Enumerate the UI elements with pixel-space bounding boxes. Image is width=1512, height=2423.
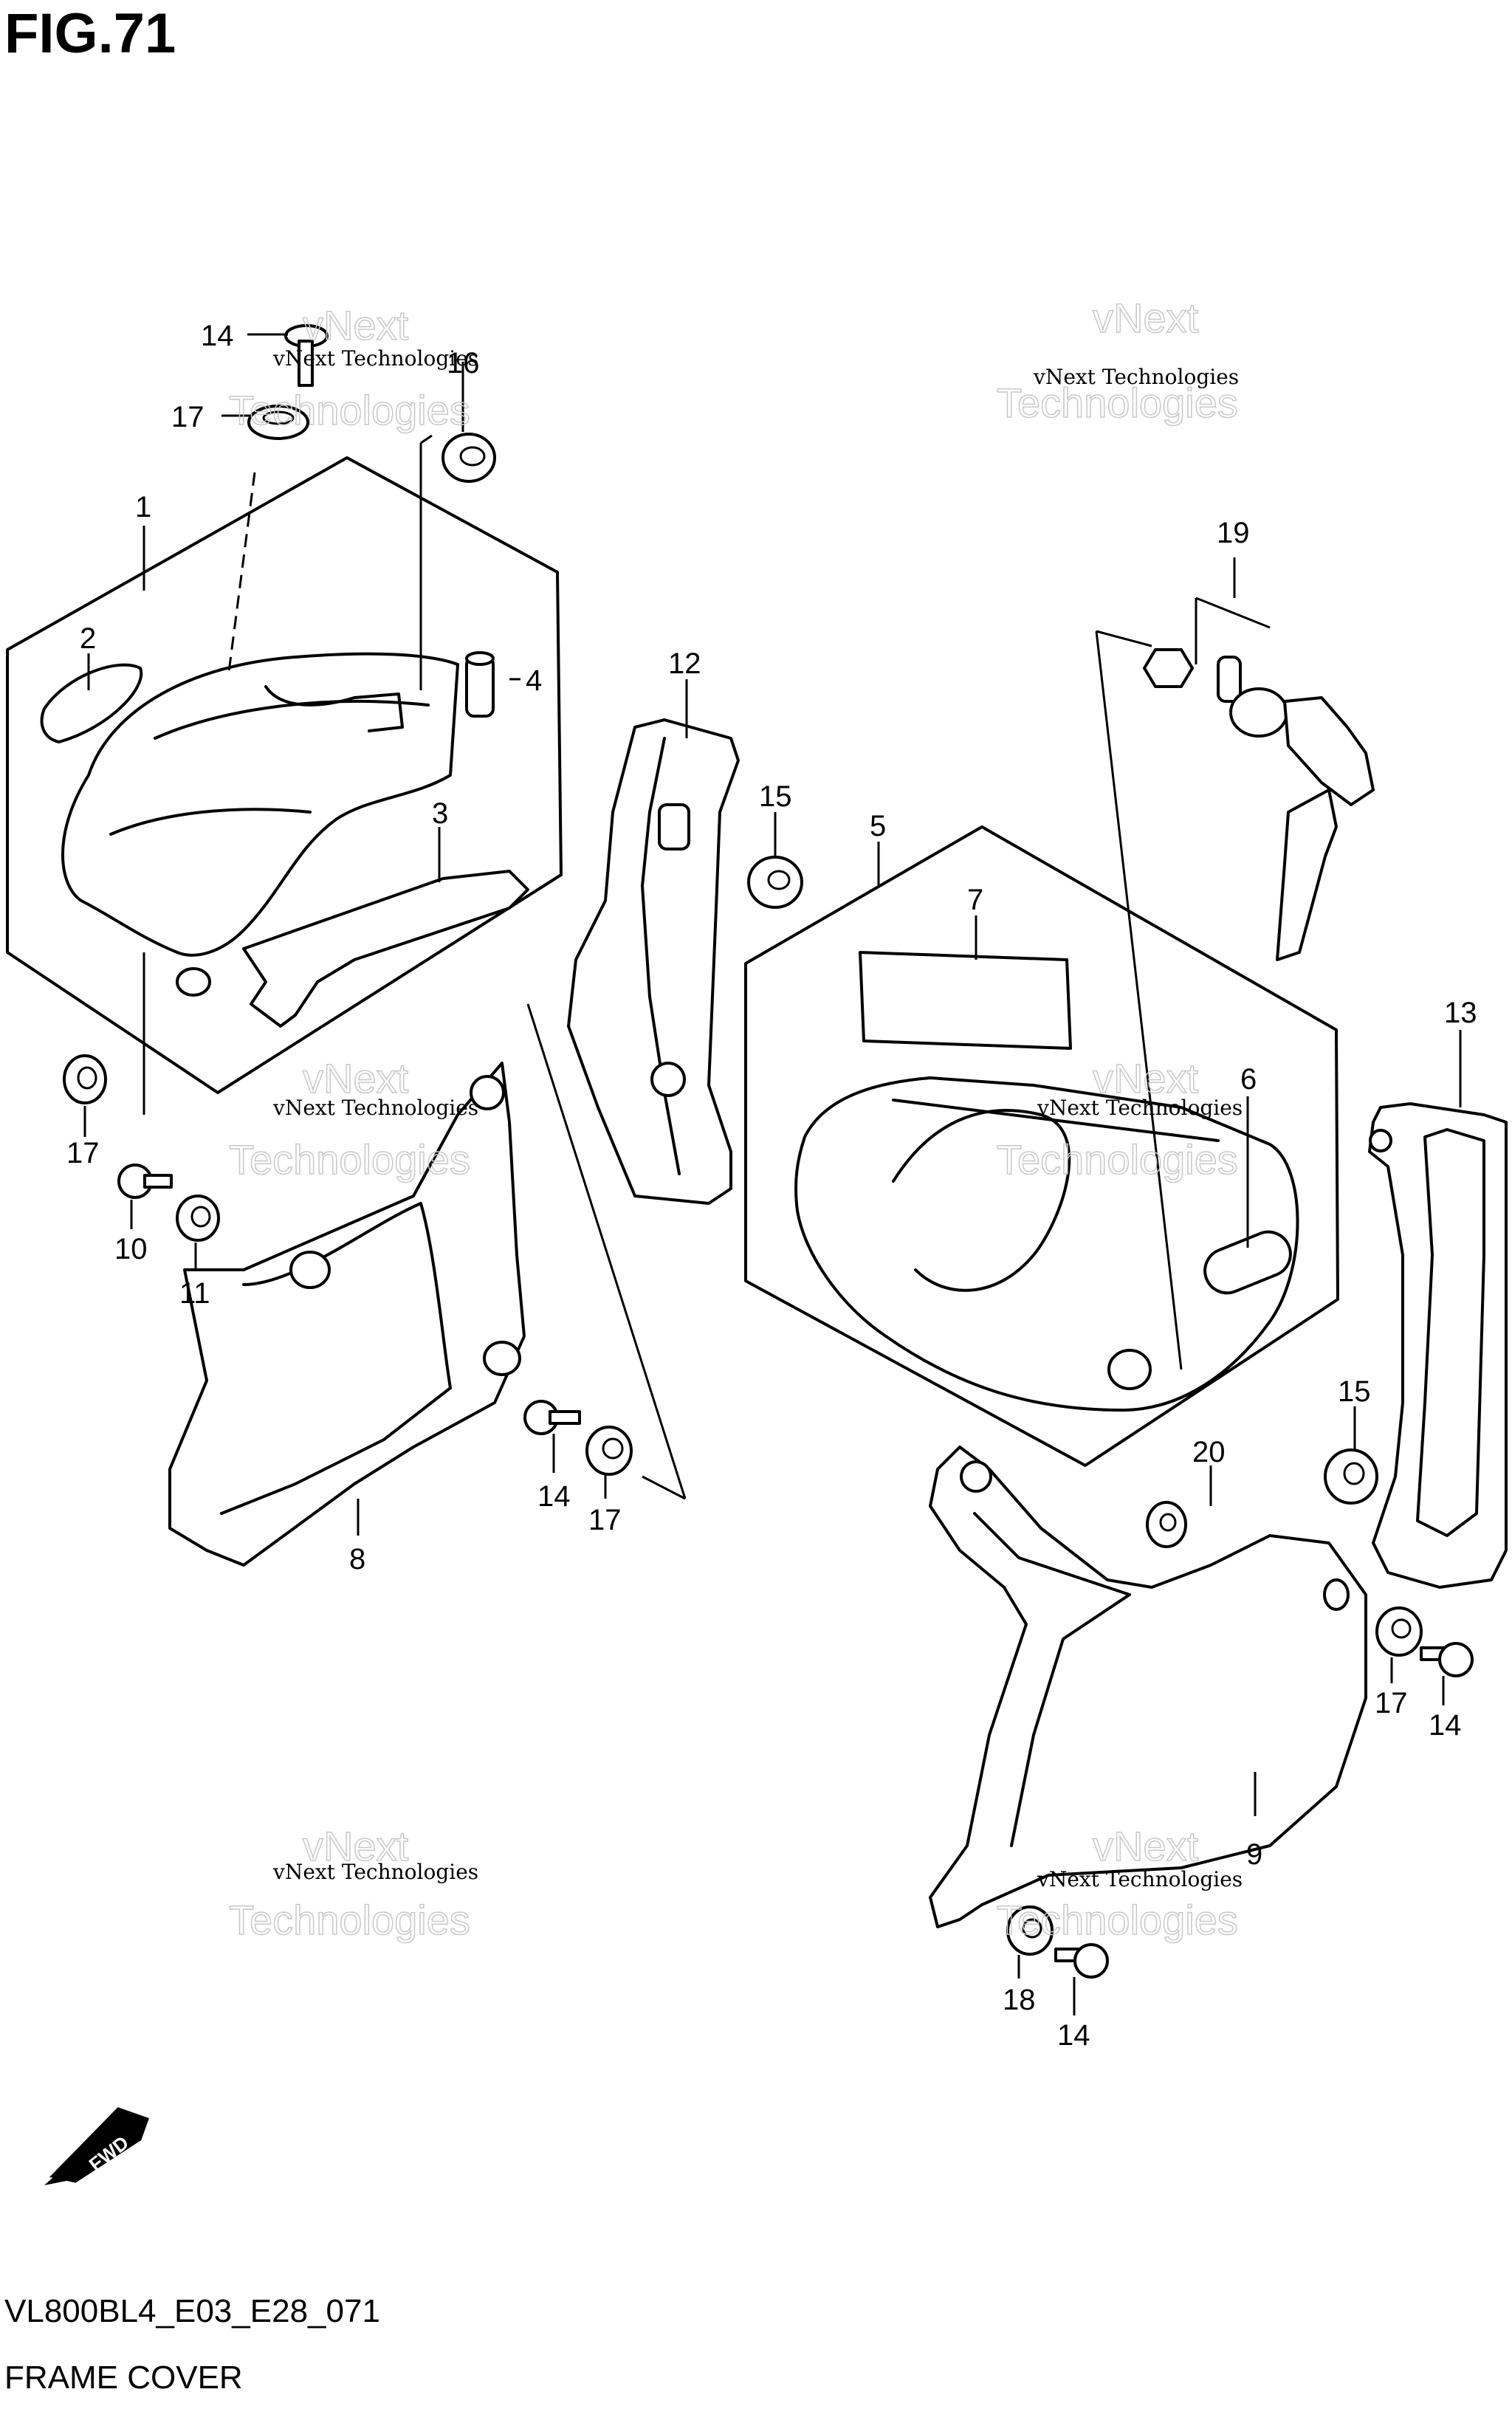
- svg-text:vNext Technologies: vNext Technologies: [272, 1096, 478, 1120]
- svg-text:Technologies: Technologies: [229, 1136, 470, 1183]
- callout-14-bottom: 14: [1057, 2019, 1090, 2052]
- svg-text:vNext Technologies: vNext Technologies: [272, 1860, 478, 1884]
- callout-10: 10: [114, 1233, 148, 1265]
- callout-5: 5: [870, 810, 886, 842]
- callout-2: 2: [80, 622, 96, 655]
- callout-17-middle: 17: [588, 1504, 622, 1536]
- part-1-frame-cover: [61, 652, 459, 957]
- part-16-grommet: [441, 433, 496, 483]
- part-5-frame-cover: [794, 1076, 1299, 1412]
- callout-17-left: 17: [66, 1137, 100, 1169]
- figure-caption: FRAME COVER: [4, 2360, 243, 2396]
- part-14-bolt-bottom: [1054, 1943, 1109, 1979]
- callout-12: 12: [668, 647, 701, 680]
- part-8-lower-cover: [168, 1062, 526, 1567]
- part-15-grommet-a: [747, 856, 803, 909]
- group-outline-1: [6, 456, 563, 1094]
- svg-text:vNext: vNext: [303, 1823, 409, 1869]
- callout-11: 11: [179, 1277, 210, 1310]
- svg-text:vNext: vNext: [1093, 1055, 1199, 1101]
- callout-1: 1: [135, 491, 151, 523]
- part-6-emblem: [1203, 1230, 1292, 1295]
- callout-14-top: 14: [201, 320, 234, 352]
- callout-19: 19: [1217, 517, 1250, 549]
- part-18-grommet: [1006, 1905, 1054, 1956]
- group-outline-5: [744, 825, 1339, 1467]
- part-17-grommet-middle: [585, 1426, 633, 1476]
- model-code: VL800BL4_E03_E28_071: [4, 2293, 380, 2329]
- svg-text:vNext: vNext: [1093, 295, 1199, 341]
- svg-text:vNext Technologies: vNext Technologies: [1037, 1867, 1243, 1891]
- svg-text:vNext: vNext: [1093, 1823, 1199, 1869]
- part-15-grommet-b: [1324, 1448, 1378, 1505]
- svg-text:Technologies: Technologies: [997, 1897, 1238, 1943]
- leader-lines: [83, 333, 1462, 2015]
- svg-text:Technologies: Technologies: [997, 379, 1238, 426]
- part-7-label: [859, 951, 1072, 1050]
- part-11-cushion: [176, 1195, 220, 1242]
- part-14-bolt-right: [1420, 1642, 1474, 1677]
- part-17-grommet-lower: [63, 1054, 107, 1104]
- callout-16: 16: [447, 347, 480, 379]
- svg-text:vNext: vNext: [303, 1055, 409, 1101]
- part-17-grommet-right: [1375, 1606, 1423, 1657]
- svg-text:vNext Technologies: vNext Technologies: [272, 346, 478, 371]
- callout-15-a: 15: [759, 780, 792, 813]
- part-20-grommet: [1146, 1501, 1187, 1548]
- callout-3: 3: [432, 797, 448, 830]
- group-frame-cover-right: [744, 825, 1339, 1467]
- callout-15-b: 15: [1338, 1375, 1371, 1408]
- part-3-bracket: [242, 870, 529, 1028]
- svg-text:vNext Technologies: vNext Technologies: [1033, 365, 1239, 389]
- figure-title: FIG.71: [4, 2, 176, 65]
- callout-7: 7: [967, 884, 983, 916]
- part-19-lock-set: [1143, 648, 1375, 961]
- group-frame-cover-left: [6, 324, 563, 1115]
- svg-text:vNext Technologies: vNext Technologies: [1037, 1096, 1243, 1120]
- svg-text:Technologies: Technologies: [997, 1136, 1238, 1183]
- callout-8: 8: [349, 1543, 365, 1575]
- callout-17-top: 17: [171, 401, 205, 433]
- callout-9: 9: [1246, 1838, 1262, 1871]
- watermarks: vNext vNext Technologies Technologies vN…: [228, 294, 1243, 1944]
- part-12-frame-cover-bracket: [567, 718, 740, 1205]
- part-14-bolt-middle: [523, 1400, 581, 1435]
- svg-text:Technologies: Technologies: [229, 387, 470, 433]
- callout-20: 20: [1192, 1436, 1226, 1468]
- callout-18: 18: [1003, 1984, 1036, 2016]
- callout-6: 6: [1240, 1063, 1257, 1096]
- svg-text:vNext: vNext: [303, 302, 409, 348]
- callout-14-middle: 14: [537, 1480, 571, 1513]
- callout-4: 4: [526, 664, 542, 697]
- part-9-lower-cover: [929, 1446, 1367, 1928]
- callout-17-right: 17: [1375, 1687, 1408, 1719]
- part-17-grommet: [247, 405, 309, 440]
- part-13-side-bracket: [1368, 1102, 1508, 1589]
- svg-text:Technologies: Technologies: [229, 1897, 470, 1943]
- fwd-arrow-icon: FWD: [44, 2107, 149, 2185]
- callout-14-right: 14: [1429, 1709, 1462, 1742]
- callout-13: 13: [1444, 997, 1477, 1029]
- callout-labels: 14 17 16 1 2 4 3 12 15 5 7 19 13 6 17 10…: [66, 320, 1477, 2052]
- part-10-screw: [117, 1164, 173, 1199]
